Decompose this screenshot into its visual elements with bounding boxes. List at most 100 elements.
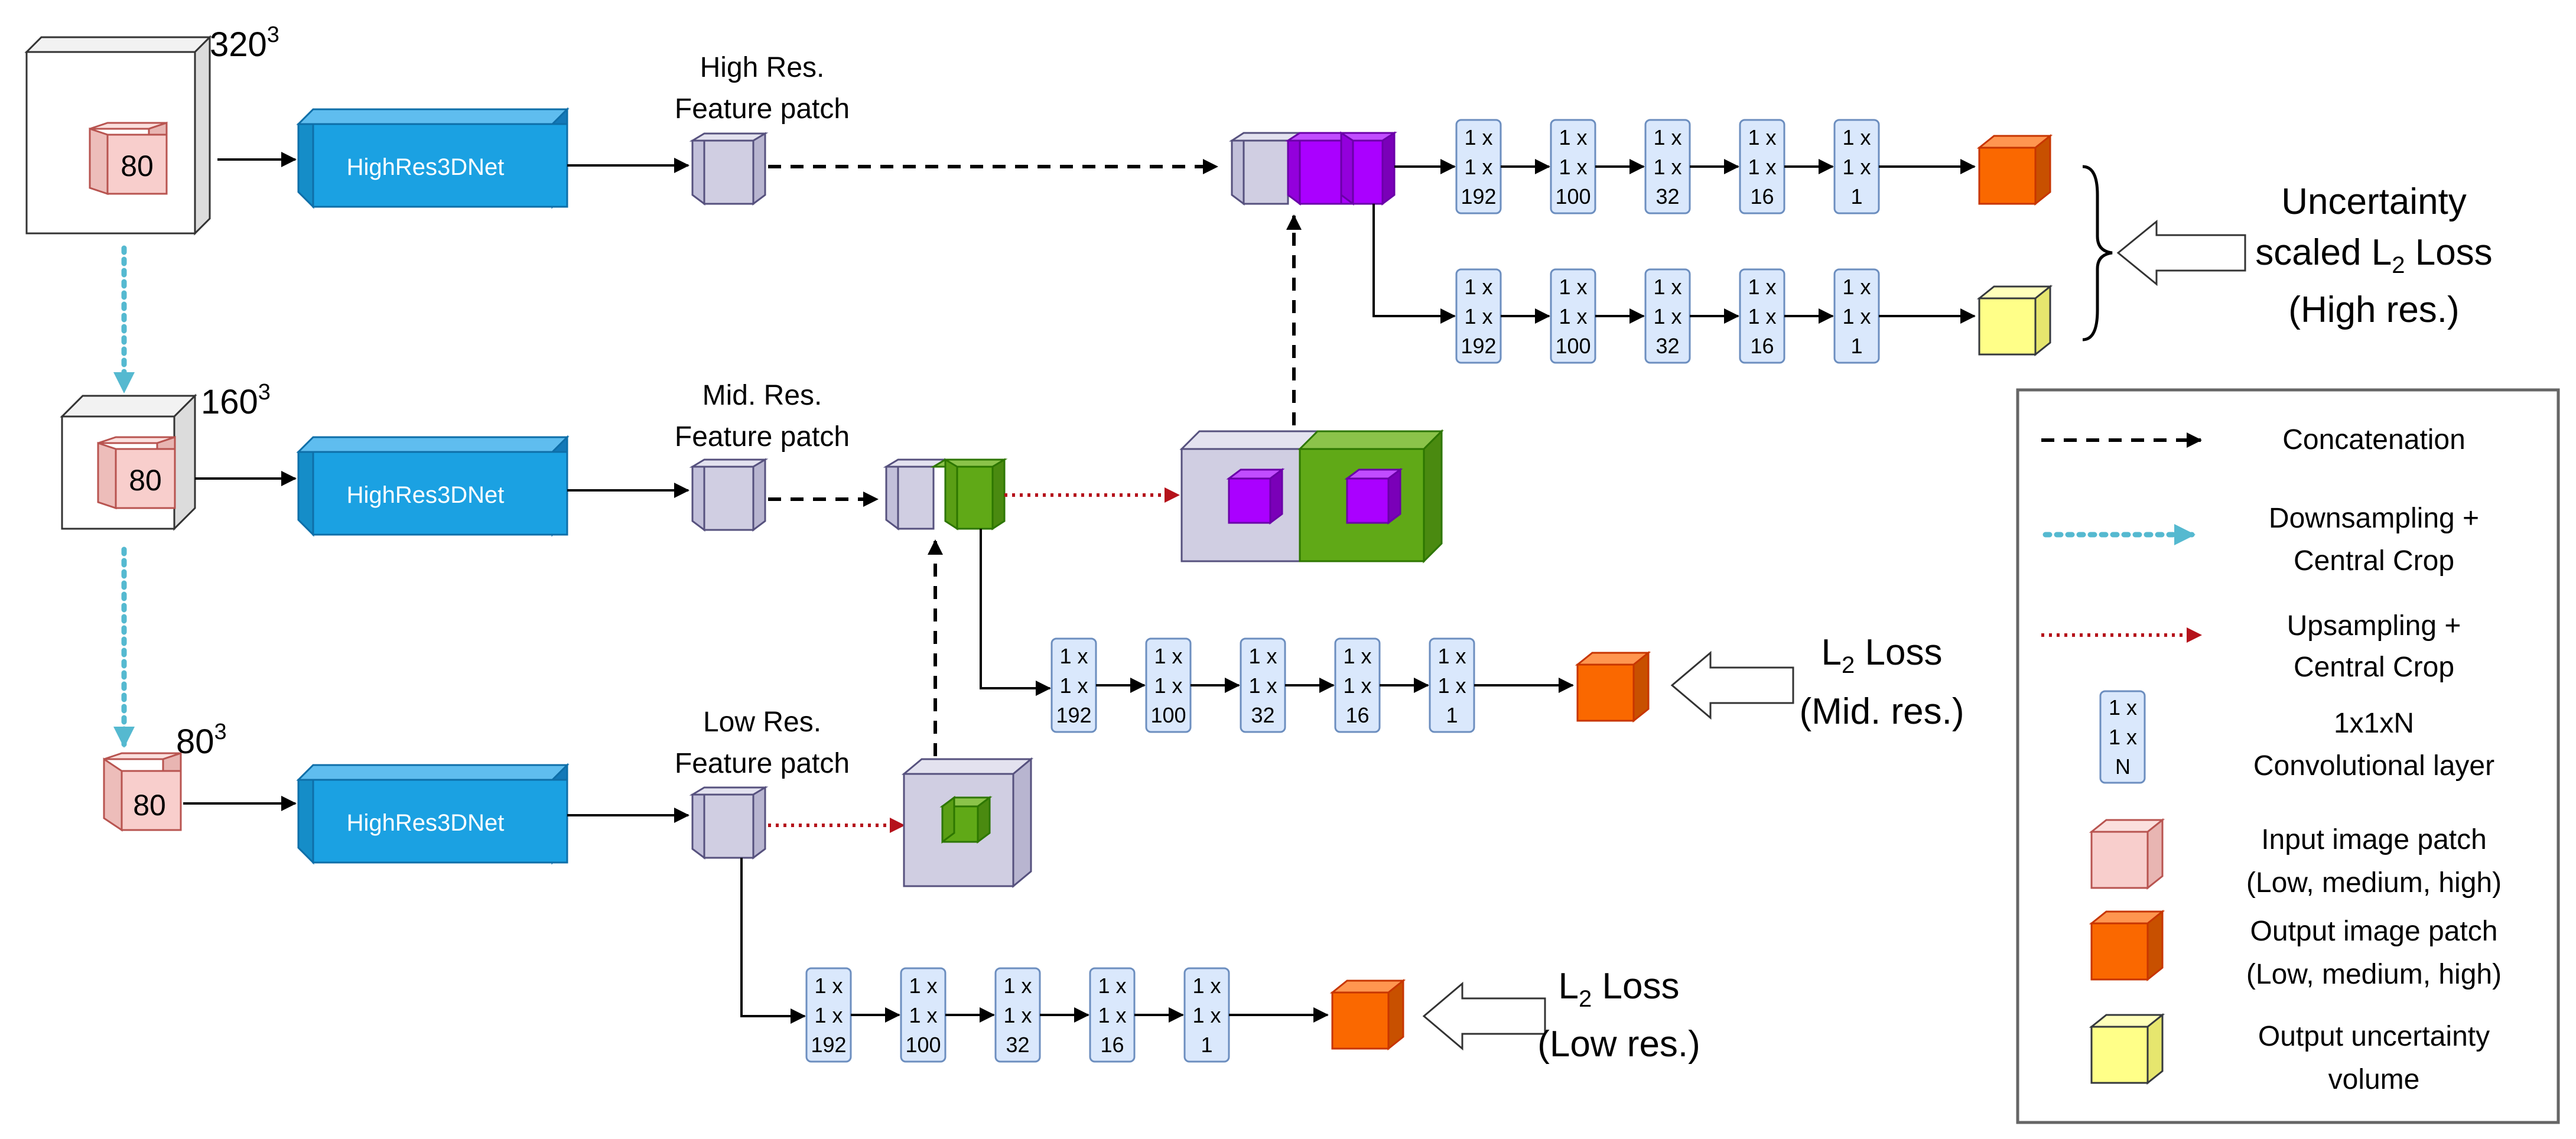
conv-layer: 1 x 1 x 32 (1240, 637, 1286, 733)
conv-kernel: 1 x (1437, 644, 1466, 668)
conv-channels: 32 (1251, 703, 1274, 727)
volume-size-low: 803 (176, 720, 227, 761)
svg-text:(Mid. res.): (Mid. res.) (1800, 691, 1964, 732)
concat-block-mid (883, 458, 1008, 531)
svg-text:Feature patch: Feature patch (675, 93, 850, 125)
conv-channels: 100 (905, 1033, 941, 1057)
conv-kernel: 1 x (1059, 673, 1088, 698)
conv-kernel: 1 x (1098, 1003, 1126, 1027)
network-mid: HighRes3DNet (296, 435, 570, 537)
conv-kernel: 1 x (1154, 644, 1182, 668)
svg-text:80: 80 (121, 149, 154, 183)
legend-input-icon (2089, 818, 2165, 890)
conv-channels: 32 (1006, 1033, 1029, 1057)
svg-text:Output image patch: Output image patch (2250, 916, 2498, 947)
conv-kernel: 1 x (1464, 155, 1492, 179)
conv-kernel: 1 x (1748, 155, 1776, 179)
conv-channels: 16 (1100, 1033, 1124, 1057)
conv-kernel: 1 x (1464, 275, 1492, 299)
feature-patch-high: High Res. Feature patch (675, 52, 850, 206)
svg-text:Central Crop: Central Crop (2294, 545, 2454, 577)
feature-patch-mid: Mid. Res. Feature patch (675, 380, 850, 532)
conv-channels: 100 (1555, 184, 1591, 209)
output-patch-mid (1575, 650, 1651, 723)
conv-channels: 16 (1750, 334, 1774, 358)
svg-text:Convolutional layer: Convolutional layer (2253, 750, 2494, 782)
svg-text:Low Res.: Low Res. (703, 707, 821, 738)
svg-text:Feature patch: Feature patch (675, 748, 850, 779)
upsampled-low-volume (901, 757, 1034, 889)
conv-kernel: 1 x (1748, 275, 1776, 299)
conv-layer: 1 x1 x1 (1429, 637, 1475, 733)
svg-text:1x1xN: 1x1xN (2334, 708, 2414, 739)
concat-block-high (1228, 131, 1398, 206)
arrow-concat-high-conv-unc (1372, 204, 1456, 324)
svg-text:Mid. Res.: Mid. Res. (702, 380, 822, 411)
conv-layer: 1 x1 x16 (1739, 268, 1785, 364)
svg-text:Input image patch: Input image patch (2261, 824, 2487, 855)
svg-text:Uncertainty: Uncertainty (2281, 181, 2467, 222)
conv-layer: 1 x 1 x 16 (1334, 637, 1381, 733)
svg-text:N: N (2115, 754, 2131, 779)
conv-kernel: 1 x (1559, 275, 1587, 299)
conv-channels: 1 (1850, 334, 1862, 358)
arrow-concat-mid-conv (980, 529, 1051, 696)
conv-layer: 1 x1 x32 (1644, 119, 1691, 214)
conv-kernel: 1 x (1248, 644, 1277, 668)
loss-arrow-mid (1670, 650, 1794, 720)
conv-channels: 1 (1850, 184, 1862, 209)
conv-channels: 32 (1655, 184, 1679, 209)
loss-arrow-low (1422, 981, 1546, 1051)
svg-text:HighRes3DNet: HighRes3DNet (347, 810, 505, 836)
svg-text:(High res.): (High res.) (2288, 289, 2459, 330)
conv-kernel: 1 x (1464, 125, 1492, 149)
svg-text:L2 Loss: L2 Loss (1822, 632, 1943, 678)
conv-kernel: 1 x (1842, 155, 1871, 179)
loss-arrow-high (2116, 219, 2246, 287)
network-high: HighRes3DNet (296, 107, 570, 209)
conv-kernel: 1 x (1003, 974, 1032, 998)
svg-text:volume: volume (2328, 1064, 2420, 1095)
conv-kernel: 1 x (1842, 125, 1871, 149)
conv-layer: 1 x1 x1 (1183, 967, 1230, 1063)
conv-layer: 1 x 1 x 16 (1089, 967, 1136, 1063)
arrow-feature-low-conv (740, 858, 806, 1024)
loss-label-low: L2 Loss (Low res.) (1537, 966, 1700, 1065)
conv-channels: 16 (1345, 703, 1369, 727)
conv-kernel: 1 x (1343, 673, 1371, 698)
svg-text:Downsampling +: Downsampling + (2269, 503, 2479, 534)
conv-kernel: 1 x (1559, 304, 1587, 328)
svg-text:(Low, medium, high): (Low, medium, high) (2246, 867, 2502, 899)
input-patch-low: 80 803 (103, 720, 227, 832)
conv-kernel: 1 x (1464, 304, 1492, 328)
volume-size-mid: 1603 (201, 380, 271, 421)
conv-kernel: 1 x (814, 1003, 843, 1027)
loss-brace (2082, 165, 2113, 341)
input-patch-mid: 80 (97, 435, 176, 510)
output-patch-low (1329, 978, 1406, 1051)
legend-concat-label: Concatenation (2282, 424, 2466, 455)
conv-kernel: 1 x (1248, 673, 1277, 698)
svg-text:HighRes3DNet: HighRes3DNet (347, 482, 505, 508)
svg-text:HighRes3DNet: HighRes3DNet (347, 154, 505, 180)
loss-label-high: Uncertainty scaled L2 Loss (High res.) (2255, 181, 2492, 330)
conv-layer: 1 x1 x16 (1739, 119, 1785, 214)
svg-text:Upsampling +: Upsampling + (2287, 610, 2461, 642)
conv-kernel: 1 x (1098, 974, 1126, 998)
conv-layer: 1 x 1 x 32 (994, 967, 1041, 1063)
conv-channels: 32 (1655, 334, 1679, 358)
svg-text:Central Crop: Central Crop (2294, 652, 2454, 683)
conv-channels: 1 (1446, 703, 1458, 727)
conv-kernel: 1 x (1343, 644, 1371, 668)
conv-kernel: 1 x (1003, 1003, 1032, 1027)
